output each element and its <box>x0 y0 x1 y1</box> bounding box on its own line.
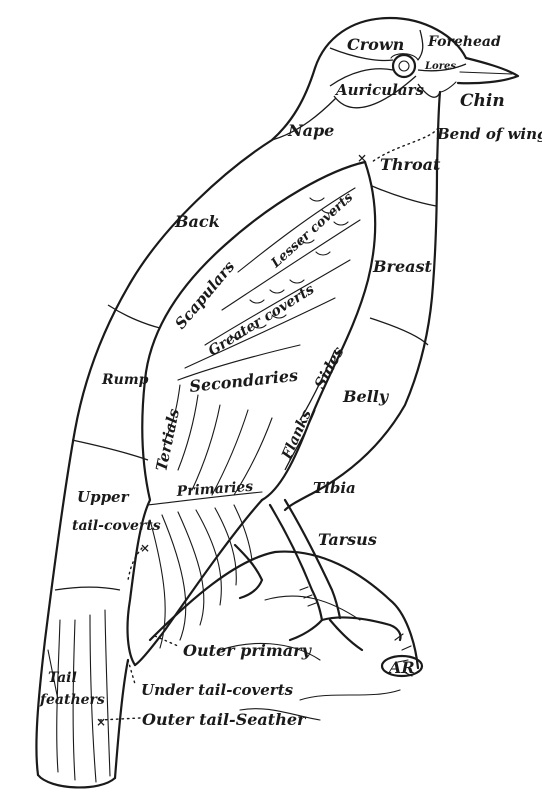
label-upper-tail-coverts-line2: tail-coverts <box>72 518 161 534</box>
label-auriculars: Auriculars <box>334 81 425 99</box>
label-back: Back <box>174 212 220 231</box>
label-throat: Throat <box>380 155 441 174</box>
artist-monogram: AR <box>382 656 422 677</box>
label-tertials: Tertials <box>152 407 183 473</box>
monogram-text: AR <box>387 658 415 677</box>
label-forehead: Forehead <box>427 34 501 50</box>
label-sides: Sides <box>311 343 348 392</box>
label-chin: Chin <box>460 91 505 111</box>
label-flanks: Flanks <box>279 407 315 462</box>
label-nape: Nape <box>287 121 334 140</box>
labels: Crown Forehead Lores Auriculars Chin Nap… <box>39 34 542 729</box>
svg-text:×: × <box>96 715 106 729</box>
label-tibia: Tibia <box>313 479 356 497</box>
label-crown: Crown <box>347 35 404 54</box>
label-under-tail-coverts: Under tail-coverts <box>141 681 294 699</box>
label-tail-feathers-line2: feathers <box>39 692 105 708</box>
label-tail-feathers-line1: Tail <box>48 670 77 686</box>
label-scapulars: Scapulars <box>171 257 238 332</box>
label-bend-of-wing: Bend of wing <box>436 125 542 143</box>
label-greater-coverts: Greater coverts <box>206 281 318 359</box>
label-outer-tail-feather: Outer tail-Seather <box>142 710 307 729</box>
label-primaries: Primaries <box>175 479 254 500</box>
label-outer-primary: Outer primary <box>183 641 313 660</box>
label-breast: Breast <box>372 257 433 276</box>
svg-text:×: × <box>357 151 367 165</box>
label-rump: Rump <box>101 372 149 388</box>
label-lores: Lores <box>424 61 456 72</box>
label-tarsus: Tarsus <box>318 530 377 549</box>
label-belly: Belly <box>342 387 390 406</box>
svg-text:×: × <box>140 541 150 555</box>
label-upper-tail-coverts-line1: Upper <box>77 488 130 506</box>
legs-and-feet <box>235 500 401 650</box>
